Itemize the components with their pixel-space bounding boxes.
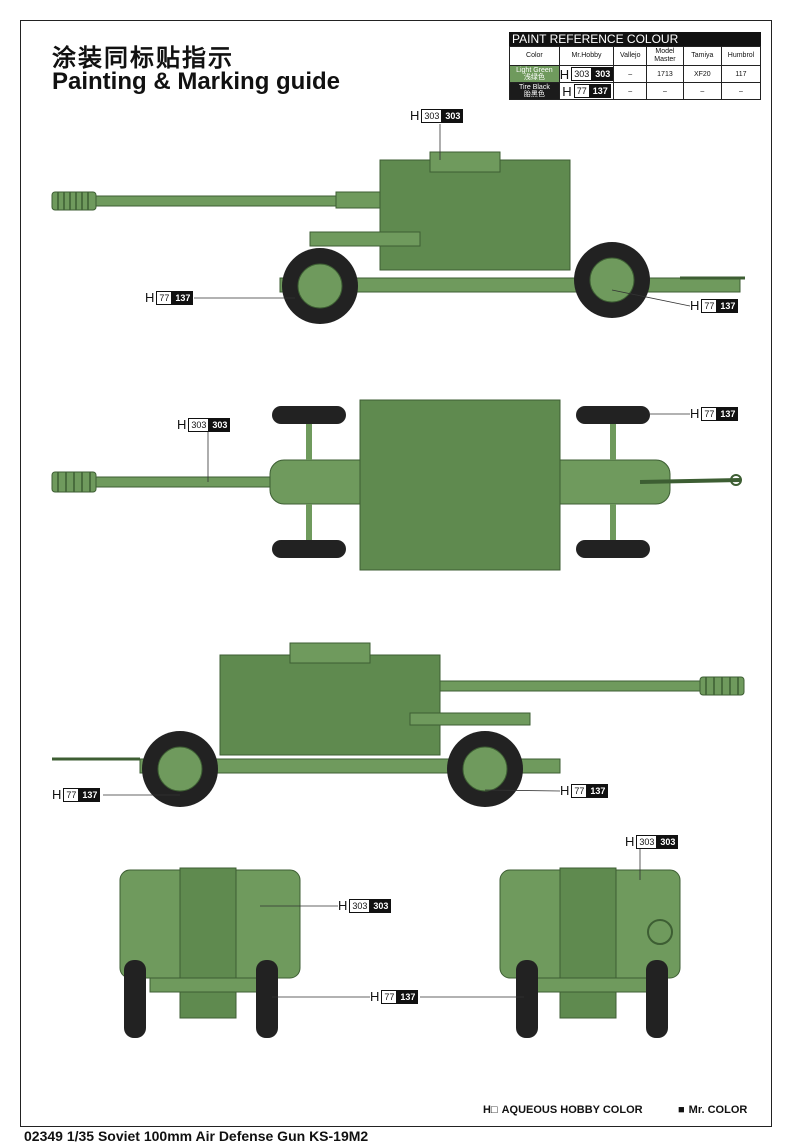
legend-aqueous: H□ AQUEOUS HOBBY COLOR (483, 1104, 643, 1116)
mr-color-code: 303 (442, 108, 464, 123)
mr-color-code: 137 (717, 406, 739, 421)
tamiya-cell: – (682, 82, 723, 100)
model-master-cell: – (646, 82, 684, 100)
aqueous-symbol: H□ (483, 1104, 498, 1116)
aqueous-code: 303 (571, 67, 593, 81)
aqueous-code: 77 (63, 787, 80, 802)
aqueous-code: 303 (188, 417, 210, 432)
mr-color-code: 137 (587, 783, 609, 798)
gun-front-view (119, 867, 301, 1038)
mr-color-symbol: ■ (678, 1104, 685, 1116)
aqueous-code: 303 (349, 898, 371, 913)
h-symbol: H (145, 290, 155, 305)
h-symbol: H (559, 66, 570, 82)
color-name-cn: 浅绿色 (523, 74, 545, 81)
aqueous-code: 77 (381, 989, 398, 1004)
aqueous-code: 77 (571, 783, 588, 798)
aqueous-code: 303 (636, 834, 658, 849)
gun-side-view-right (52, 642, 745, 807)
aqueous-code: 77 (573, 84, 590, 98)
aqueous-code: 303 (421, 108, 443, 123)
table-header-row: Color Mr.Hobby Vallejo Model Master Tami… (509, 46, 761, 66)
h-symbol: H (562, 83, 572, 99)
color-name-cn: 胎黑色 (523, 91, 545, 98)
title-english: Painting & Marking guide (52, 68, 341, 95)
title-chinese: 涂装同标贴指示 (52, 44, 234, 72)
humbrol-cell: – (721, 82, 761, 100)
footer-product-title: 02349 1/35 Soviet 100mm Air Defense Gun … (24, 1128, 369, 1144)
mr-color-code: 137 (397, 989, 419, 1004)
mr-color-code: 303 (657, 834, 679, 849)
h-symbol: H (690, 298, 700, 313)
color-name: Light Green (516, 67, 553, 74)
vallejo-cell: – (613, 82, 648, 100)
mr-color-code: 303 (209, 417, 231, 432)
color-name: Tire Black (518, 84, 550, 91)
aqueous-label: AQUEOUS HOBBY COLOR (501, 1104, 643, 1116)
mr-color-code: 137 (79, 787, 101, 802)
mr-color-code: 303 (370, 898, 392, 913)
paint-reference-table: Color Mr.Hobby Vallejo Model Master Tami… (509, 46, 761, 100)
h-symbol: H (52, 787, 62, 802)
mr-color-code: 303 (592, 67, 614, 81)
aqueous-code: 77 (701, 406, 718, 421)
gun-top-view (51, 399, 742, 571)
h-symbol: H (560, 783, 570, 798)
h-symbol: H (690, 406, 700, 421)
h-symbol: H (177, 417, 187, 432)
gun-rear-view (499, 867, 681, 1038)
mr-color-code: 137 (717, 298, 739, 313)
page-frame (20, 20, 772, 1127)
gun-side-view-left (51, 151, 745, 324)
mr-color-code: 137 (589, 84, 611, 98)
aqueous-code: 77 (701, 298, 718, 313)
mr-color-label: Mr. COLOR (688, 1104, 748, 1116)
h-symbol: H (370, 989, 380, 1004)
paint-reference-heading: PAINT REFERENCE COLOUR (509, 32, 761, 46)
aqueous-code: 77 (156, 290, 173, 305)
h-symbol: H (338, 898, 348, 913)
mr-color-code: 137 (172, 290, 194, 305)
legend-mr-color: ■ Mr. COLOR (678, 1104, 747, 1116)
h-symbol: H (410, 108, 420, 123)
h-symbol: H (625, 834, 635, 849)
